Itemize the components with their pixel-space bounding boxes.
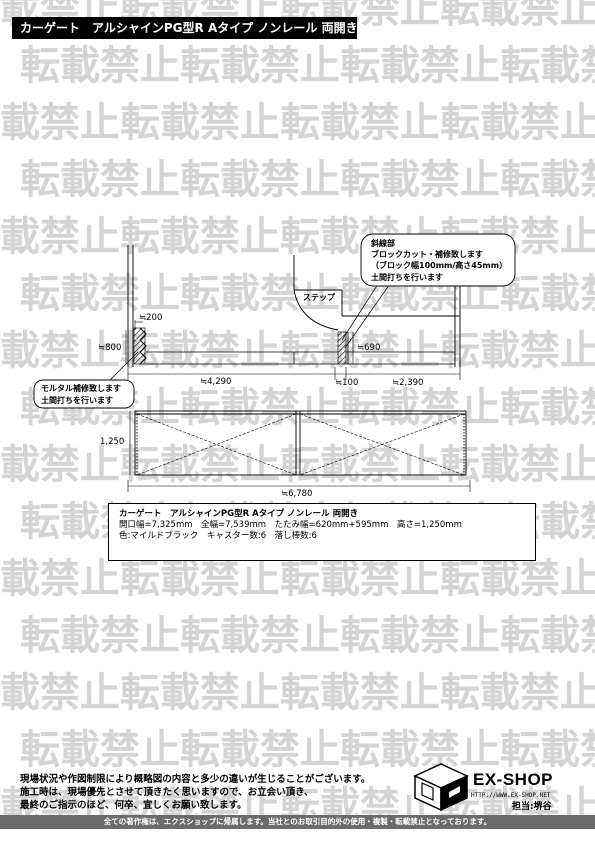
- watermark-text: 転載禁止: [440, 0, 595, 32]
- dim-left-width: ≒4,290: [200, 377, 231, 387]
- watermark-text: 転載禁止: [180, 157, 340, 203]
- slope-callout-line-2: ブロックカット・補修致します: [371, 249, 483, 259]
- footer-note-2: 施工時は、現場優先とさせて頂きたく思いますので、お立会い頂き、: [20, 787, 314, 798]
- watermark-text: 転載禁止: [20, 43, 180, 89]
- watermark-text: 転載禁止: [440, 328, 595, 374]
- watermark-text: 転載禁止: [120, 328, 280, 374]
- watermark-text: 転載禁止: [120, 670, 280, 716]
- watermark-text: 転載禁止: [340, 43, 500, 89]
- elevation-dimension-lines: [127, 411, 471, 492]
- plan-dimension-lines: [125, 320, 461, 380]
- dim-right-depth: ≒690: [357, 343, 380, 353]
- spec-box: カーゲート アルシャインPG型R Aタイプ ノンレール 両開き 開口幅=7,32…: [108, 503, 536, 561]
- dim-post-offset: ≒200: [139, 313, 162, 323]
- watermark-text: 転載禁止: [440, 556, 595, 602]
- watermark-text: 転載禁止: [20, 157, 180, 203]
- dim-right-width: ≒2,390: [392, 378, 423, 388]
- brand-url: HTTP://WWW.EX-SHOP.NET: [471, 792, 551, 799]
- watermark-text: 転載禁止: [280, 328, 440, 374]
- mortar-callout-line-2: 土間打ちを行います: [41, 395, 113, 405]
- dim-block-width: ≒100: [335, 378, 358, 388]
- watermark-text: 転載禁止: [500, 271, 595, 317]
- watermark-text: 転載禁止: [280, 556, 440, 602]
- watermark-text: 転載禁止: [0, 442, 120, 488]
- footer-notes: 現場状況や作図制限により概略図の内容と多少の違いが生じることがございます。 施工…: [20, 773, 370, 812]
- watermark-text: 転載禁止: [500, 727, 595, 773]
- footer-note-1: 現場状況や作図制限により概略図の内容と多少の違いが生じることがございます。: [20, 774, 371, 785]
- slope-callout-line-3: （ブロック幅100mm/高さ45mm）: [371, 260, 507, 270]
- left-hatched-area: [133, 327, 146, 365]
- watermark-text: 転載禁止: [340, 157, 500, 203]
- watermark-text: 転載禁止: [340, 613, 500, 659]
- staff-label: 担当:堺谷: [512, 802, 552, 812]
- spec-line-2: 色:マイルドブラック キャスター数:6 落し棒数:6: [119, 531, 317, 541]
- dim-left-depth: ≒800: [98, 343, 121, 353]
- footer-note-3: 最終のご指示のほど、何卒、宜しくお願い致します。: [20, 800, 247, 811]
- watermark-text: 転載禁止: [280, 100, 440, 146]
- watermark-text: 転載禁止: [0, 556, 120, 602]
- spec-title: カーゲート アルシャインPG型R Aタイプ ノンレール 両開き: [119, 509, 359, 519]
- watermark-text: 転載禁止: [0, 328, 120, 374]
- mortar-callout-box: [33, 379, 135, 409]
- watermark-text: 転載禁止: [180, 43, 340, 89]
- right-wall: [454, 316, 461, 367]
- watermark-text: 転載禁止: [440, 670, 595, 716]
- watermark-text: 転載禁止: [0, 670, 120, 716]
- block-hatched-area: [337, 331, 347, 365]
- watermark-text: 転載禁止: [180, 727, 340, 773]
- slope-callout-line-1: 斜線部: [370, 238, 395, 248]
- watermark-text: 転載禁止: [20, 727, 180, 773]
- slope-callout-line-4: 土間打ちを行います: [371, 272, 443, 282]
- watermark-text: 転載禁止: [180, 613, 340, 659]
- watermark-text: 転載禁止: [120, 214, 280, 260]
- watermark-text: 転載禁止: [500, 613, 595, 659]
- brand-name: EX-SHOP: [473, 770, 554, 789]
- watermark-text: 転載禁止: [340, 385, 500, 431]
- watermark-text: 転載禁止: [280, 442, 440, 488]
- watermark-text: 転載禁止: [440, 100, 595, 146]
- watermark-text: 転載禁止: [0, 214, 120, 260]
- watermark-text: 転載禁止: [500, 43, 595, 89]
- dim-gate-height: 1,250: [100, 437, 124, 447]
- slope-callout-box: [360, 233, 516, 287]
- gate-elevation: [134, 410, 467, 476]
- left-wall: [127, 245, 134, 367]
- ex-shop-logo-icon: [413, 763, 469, 812]
- page-title: カーゲート アルシャインPG型R Aタイプ ノンレール 両開き: [12, 17, 358, 39]
- mortar-callout-line-1: モルタル補修致します: [41, 383, 121, 393]
- watermark-text: 転載禁止: [180, 385, 340, 431]
- watermark-text: 転載禁止: [120, 100, 280, 146]
- left-zigzag: [139, 327, 147, 365]
- watermark-text: 転載禁止: [120, 556, 280, 602]
- gate-plan-outline: [146, 332, 455, 365]
- watermark-text: 転載禁止: [120, 442, 280, 488]
- watermark-text: 転載禁止: [500, 385, 595, 431]
- watermark-text: 転載禁止: [280, 670, 440, 716]
- spec-line-1: 開口幅=7,325mm 全幅=7,539mm たたみ幅=620mm+595mm …: [119, 520, 462, 530]
- watermark-text: 転載禁止: [0, 100, 120, 146]
- watermark-text: 転載禁止: [20, 613, 180, 659]
- watermark-text: 転載禁止: [20, 271, 180, 317]
- copyright-bar: 全ての著作権は、エクスショップに帰属します。当社とのお取引目的外の使用・複製・転…: [0, 815, 595, 829]
- watermark-text: 転載禁止: [500, 157, 595, 203]
- watermark-text: 転載禁止: [180, 271, 340, 317]
- dim-gate-width: ≒6,780: [281, 489, 312, 499]
- step-label: ステップ: [303, 292, 336, 302]
- watermark-text: 転載禁止: [340, 727, 500, 773]
